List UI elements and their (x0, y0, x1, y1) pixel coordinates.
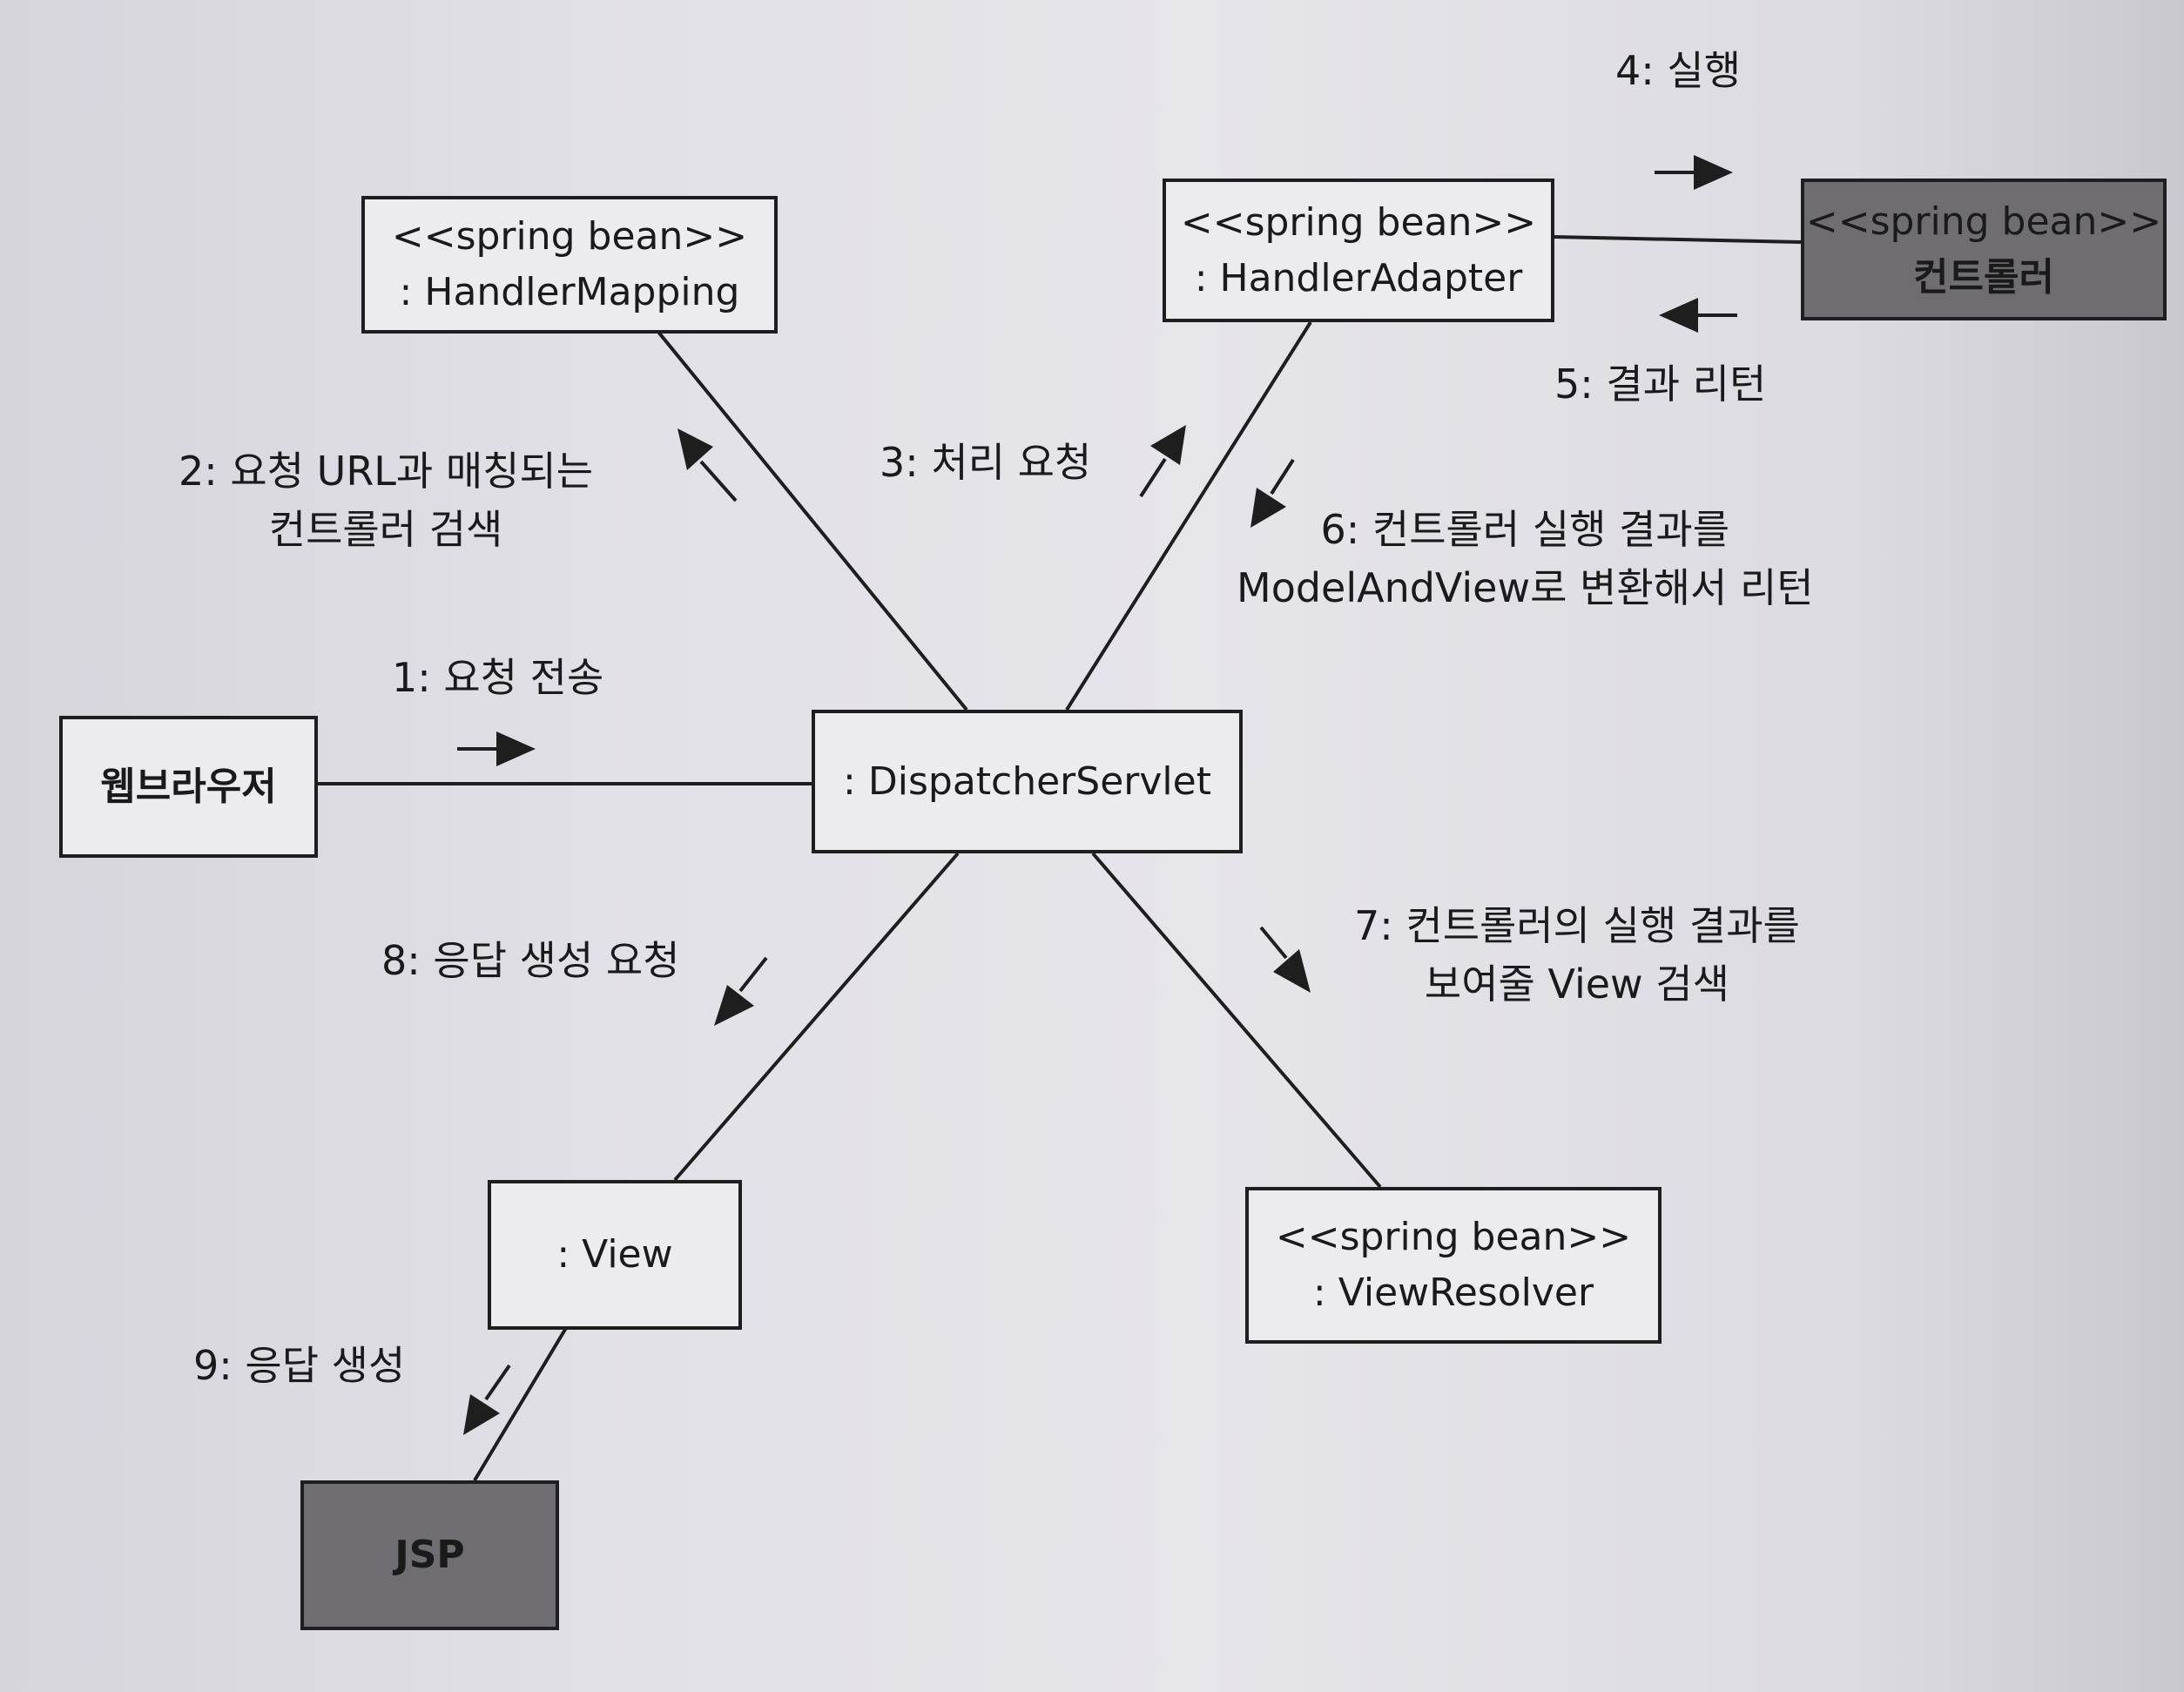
view-box: : View (488, 1180, 742, 1330)
controller-box: <<spring bean>> 컨트롤러 (1801, 179, 2167, 320)
arrow-return-result (1659, 298, 1737, 333)
arrow-create-response (463, 1364, 511, 1435)
arrow-execute (1655, 155, 1733, 190)
controller-stereotype: <<spring bean>> (1805, 199, 2162, 244)
handler-mapping-stereotype: <<spring bean>> (391, 214, 748, 260)
message-7-label: 7: 컨트롤러의 실행 결과를 보여줄 View 검색 (1354, 902, 1800, 1008)
message-6-label: 6: 컨트롤러 실행 결과를 ModelAndView로 변환해서 리턴 (1237, 506, 1814, 611)
dispatcher-servlet-box: : DispatcherServlet (812, 710, 1243, 853)
web-browser-box: 웹브라우저 (59, 716, 318, 858)
handler-adapter-stereotype: <<spring bean>> (1180, 199, 1537, 245)
arrow-search-view (1259, 926, 1311, 993)
view-resolver-stereotype: <<spring bean>> (1275, 1215, 1632, 1260)
web-browser-name: 웹브라우저 (100, 764, 277, 809)
handler-mapping-name: : HandlerMapping (399, 270, 740, 314)
message-2-label: 2: 요청 URL과 매칭되는 컨트롤러 검색 (179, 448, 594, 553)
handler-mapping-box: <<spring bean>> : HandlerMapping (361, 196, 778, 334)
link-dispatcher-view-resolver (1091, 852, 1382, 1189)
message-5-label: 5: 결과 리턴 (1554, 361, 1767, 408)
message-1-label: 1: 요청 전송 (392, 654, 604, 701)
message-3-label: 3: 처리 요청 (880, 439, 1092, 486)
message-4-label: 4: 실행 (1615, 47, 1742, 94)
arrow-process-request (1139, 425, 1186, 498)
link-handler-adapter-controller (1554, 235, 1802, 244)
arrow-create-response-request (714, 956, 768, 1026)
view-name: : View (556, 1232, 673, 1277)
link-dispatcher-handler-adapter (1065, 320, 1312, 711)
view-resolver-name: : ViewResolver (1312, 1271, 1594, 1315)
link-dispatcher-handler-mapping (656, 329, 968, 711)
arrow-search-controller (677, 428, 738, 502)
jsp-name: JSP (394, 1533, 465, 1578)
handler-adapter-box: <<spring bean>> : HandlerAdapter (1163, 179, 1554, 322)
jsp-box: JSP (300, 1480, 559, 1630)
controller-name: 컨트롤러 (1913, 254, 2054, 300)
message-9-label: 9: 응답 생성 (193, 1342, 406, 1389)
link-view-jsp (473, 1326, 568, 1482)
handler-adapter-name: : HandlerAdapter (1194, 255, 1523, 300)
message-8-label: 8: 응답 생성 요청 (381, 937, 680, 984)
link-dispatcher-view (673, 852, 960, 1182)
view-resolver-box: <<spring bean>> : ViewResolver (1245, 1187, 1662, 1344)
dispatcher-servlet-name: : DispatcherServlet (843, 758, 1211, 804)
arrow-return-model-and-view (1250, 458, 1295, 528)
arrow-request-send (457, 731, 536, 766)
